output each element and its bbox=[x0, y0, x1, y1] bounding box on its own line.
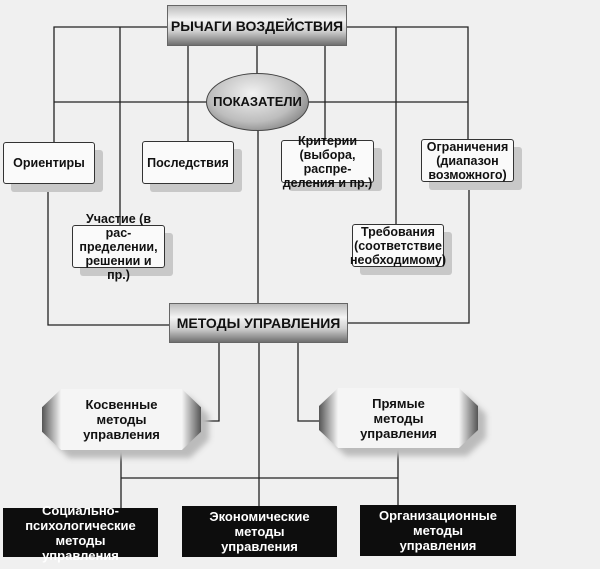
box-trebovaniya: Требования (соответствие необходимому) bbox=[349, 224, 447, 267]
methods-banner: МЕТОДЫ УПРАВЛЕНИЯ bbox=[169, 303, 348, 343]
economic-methods-box: Экономические методы управления bbox=[182, 506, 337, 557]
levers-banner: РЫЧАГИ ВОЗДЕЙСТВИЯ bbox=[167, 5, 347, 46]
box-posledstviya: Последствия bbox=[142, 141, 234, 184]
box-orientiry: Ориентиры bbox=[3, 142, 95, 184]
organizational-methods-box: Организационные методы управления bbox=[360, 505, 516, 556]
box-kriterii: Критерии (выбора, распре- деления и пр.) bbox=[281, 133, 374, 190]
direct-methods-octagon: Прямые методы управления bbox=[319, 388, 478, 448]
box-ogranicheniya: Ограничения (диапазон возможного) bbox=[421, 139, 514, 182]
indicators-ellipse: ПОКАЗАТЕЛИ bbox=[206, 73, 309, 131]
indirect-methods-octagon: Косвенные методы управления bbox=[42, 389, 201, 450]
social-psychological-methods-box: Социально- психологические методы управл… bbox=[3, 503, 158, 563]
box-uchastie: Участие (в рас- пределении, решении и пр… bbox=[72, 212, 165, 282]
